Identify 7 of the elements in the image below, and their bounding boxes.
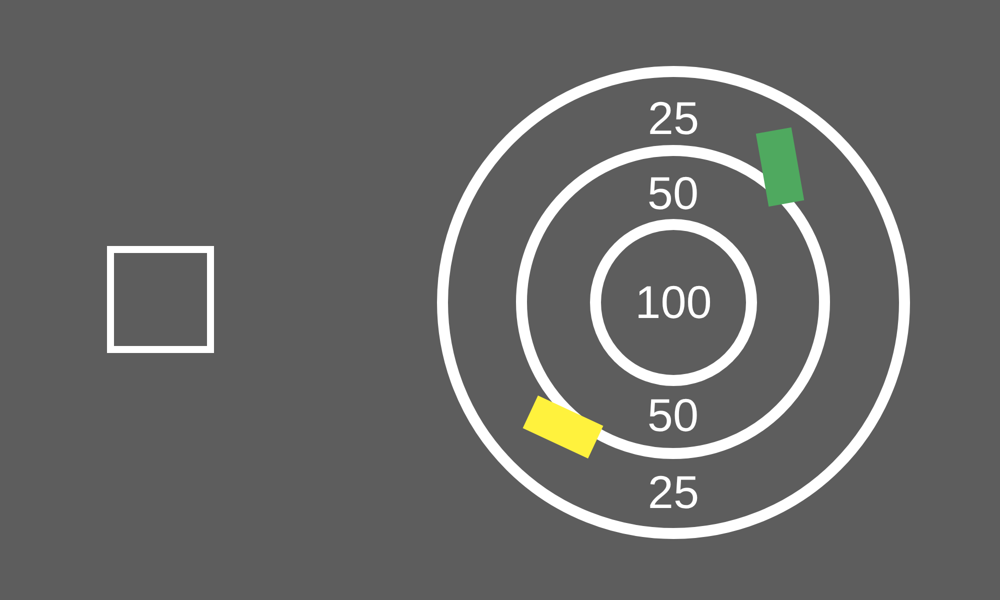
- inner-ring: [590, 219, 757, 386]
- score-label: 50: [647, 168, 699, 218]
- score-label: 100: [635, 277, 712, 327]
- score-label: 25: [648, 467, 700, 517]
- score-label: 25: [648, 93, 700, 143]
- score-label: 50: [647, 390, 699, 440]
- square-box: [107, 246, 214, 353]
